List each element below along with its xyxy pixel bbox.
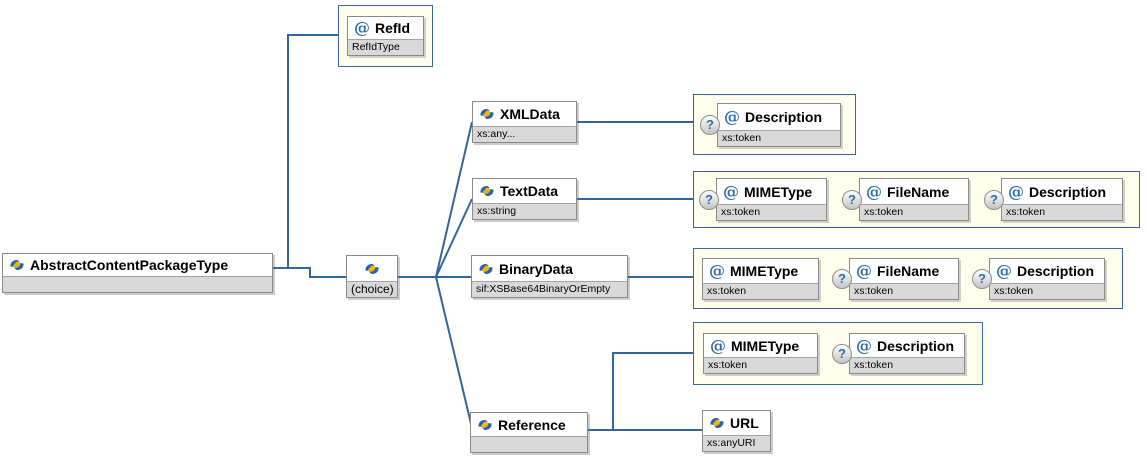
element-icon: [477, 418, 493, 432]
attribute-node-description[interactable]: @ Description xs:token: [849, 333, 965, 374]
attribute-at-icon: @: [710, 335, 726, 355]
connector-choice-reference: [435, 276, 473, 429]
attribute-type: xs:token: [704, 357, 817, 373]
element-icon: [9, 258, 25, 272]
attribute-panel-reference: @ MIMEType xs:token ? @ Description xs:t…: [693, 322, 983, 385]
choice-node[interactable]: (choice): [346, 255, 398, 298]
element-type-strip: [3, 276, 272, 292]
attribute-type: xs:token: [990, 282, 1104, 299]
attribute-panel-refid: @ RefId RefIdType: [338, 5, 433, 67]
element-name: URL: [730, 415, 759, 431]
optional-indicator: ?: [699, 189, 719, 210]
attribute-group: ? @ Description xs:token: [984, 178, 1123, 221]
attribute-name: MIMEType: [730, 262, 799, 279]
choice-icon: [364, 262, 380, 276]
attribute-group: @ MIMEType xs:token: [703, 333, 818, 374]
attribute-at-icon: @: [1008, 181, 1024, 201]
element-name: AbstractContentPackageType: [30, 257, 229, 273]
element-icon: [709, 416, 725, 430]
attribute-name: MIMEType: [731, 337, 800, 354]
element-node-binarydata[interactable]: BinaryData sif:XSBase64BinaryOrEmpty: [471, 255, 628, 298]
attribute-node-description[interactable]: @ Description xs:token: [717, 102, 841, 147]
element-node-textdata[interactable]: TextData xs:string: [472, 178, 577, 220]
element-type: xs:any...: [473, 126, 576, 142]
connector-root-choice: [273, 267, 346, 278]
attribute-panel-xmldata: ? @ Description xs:token: [693, 94, 856, 155]
attribute-at-icon: @: [723, 181, 739, 201]
attribute-group: ? @ Description xs:token: [972, 257, 1105, 300]
attribute-type: xs:token: [850, 357, 964, 373]
optional-indicator: ?: [832, 343, 852, 364]
attribute-at-icon: @: [866, 181, 882, 201]
attribute-node-description[interactable]: @ Description xs:token: [1001, 178, 1123, 221]
attribute-name: Description: [877, 337, 955, 354]
connector-root-refid: [273, 34, 338, 269]
element-type: sif:XSBase64BinaryOrEmpty: [472, 281, 627, 297]
element-type-strip: [471, 436, 587, 452]
attribute-group: @ MIMEType xs:token: [702, 257, 819, 300]
attribute-type: xs:token: [850, 282, 958, 299]
optional-indicator: ?: [972, 268, 992, 289]
attribute-group: ? @ MIMEType xs:token: [699, 178, 827, 221]
attribute-name: Description: [745, 108, 823, 125]
attribute-at-icon: @: [856, 335, 872, 355]
attribute-node-mimetype[interactable]: @ MIMEType xs:token: [702, 257, 819, 300]
element-name: TextData: [500, 183, 559, 199]
attribute-panel-binarydata: @ MIMEType xs:token ? @ FileName xs:toke…: [693, 248, 1123, 309]
attribute-type: xs:token: [717, 204, 826, 220]
attribute-group: ? @ Description xs:token: [832, 333, 965, 374]
attribute-name: Description: [1017, 262, 1095, 279]
attribute-type: xs:token: [703, 282, 818, 299]
attribute-node-filename[interactable]: @ FileName xs:token: [859, 178, 969, 221]
optional-indicator: ?: [832, 268, 852, 289]
element-type: xs:anyURI: [703, 435, 770, 451]
connector-reference-attrs: [612, 352, 693, 430]
attribute-type: xs:token: [860, 204, 968, 220]
choice-label: (choice): [347, 281, 397, 297]
attribute-at-icon: @: [856, 260, 872, 280]
attribute-group: ? @ Description xs:token: [700, 102, 841, 147]
optional-indicator: ?: [842, 189, 862, 210]
attribute-type: xs:token: [1002, 204, 1122, 220]
attribute-name: FileName: [877, 262, 940, 279]
attribute-name: Description: [1029, 183, 1107, 200]
optional-indicator: ?: [700, 114, 720, 135]
attribute-node-mimetype[interactable]: @ MIMEType xs:token: [703, 333, 818, 374]
attribute-type: xs:token: [718, 129, 840, 146]
attribute-name: RefId: [375, 20, 410, 36]
element-node-url[interactable]: URL xs:anyURI: [702, 410, 771, 452]
element-node-root[interactable]: AbstractContentPackageType: [2, 253, 273, 293]
element-name: Reference: [498, 416, 566, 433]
connector-choice-textdata: [435, 198, 473, 278]
attribute-name: FileName: [887, 183, 950, 200]
element-name: XMLData: [500, 106, 560, 122]
element-node-reference[interactable]: Reference: [470, 412, 588, 453]
connector-choice-xmldata: [435, 121, 473, 278]
element-type: xs:string: [473, 203, 576, 219]
attribute-name: MIMEType: [744, 183, 813, 200]
attribute-node-filename[interactable]: @ FileName xs:token: [849, 257, 959, 300]
element-icon: [479, 107, 495, 121]
attribute-at-icon: @: [724, 106, 740, 126]
attribute-at-icon: @: [354, 18, 370, 37]
attribute-node-mimetype[interactable]: @ MIMEType xs:token: [716, 178, 827, 221]
attribute-group: ? @ FileName xs:token: [832, 257, 959, 300]
attribute-type: RefIdType: [348, 39, 423, 55]
attribute-panel-textdata: ? @ MIMEType xs:token ? @ FileName xs:to…: [693, 171, 1140, 228]
attribute-node-description[interactable]: @ Description xs:token: [989, 257, 1105, 300]
element-icon: [478, 262, 494, 276]
attribute-at-icon: @: [709, 260, 725, 280]
attribute-node-refid[interactable]: @ RefId RefIdType: [347, 16, 424, 56]
element-node-xmldata[interactable]: XMLData xs:any...: [472, 101, 577, 143]
attribute-at-icon: @: [996, 260, 1012, 280]
element-icon: [479, 184, 495, 198]
optional-indicator: ?: [984, 189, 1004, 210]
element-name: BinaryData: [499, 260, 573, 277]
attribute-group: ? @ FileName xs:token: [842, 178, 969, 221]
